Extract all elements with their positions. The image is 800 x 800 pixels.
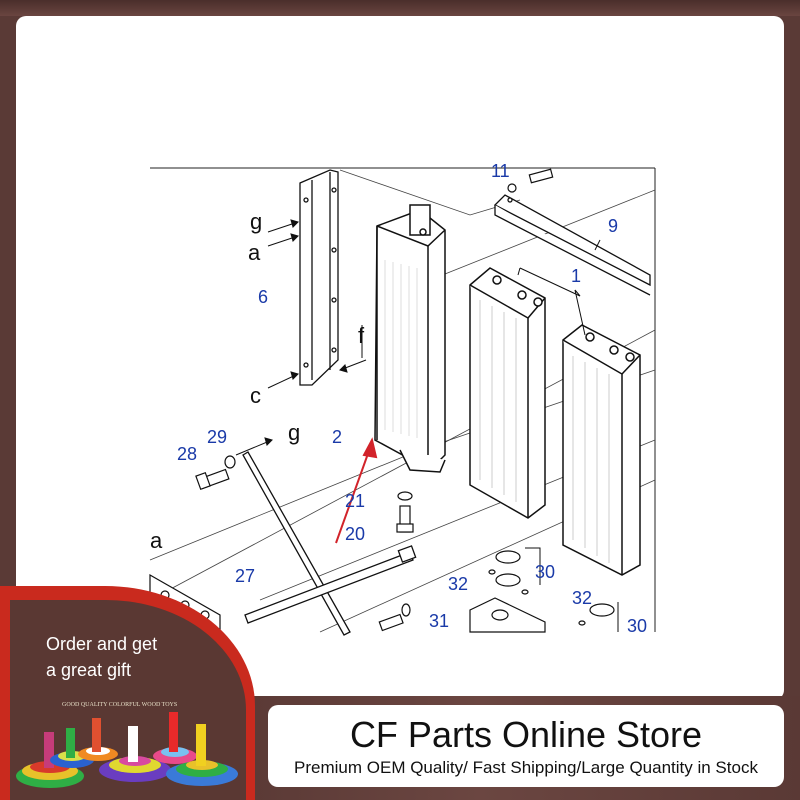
promo-line-2: a great gift [46,660,132,680]
label-part6: 6 [258,287,268,307]
bar-part9 [493,194,651,296]
label-part32b: 32 [572,588,592,608]
label-part9: 9 [608,216,618,236]
cooler-part1-front [469,267,546,519]
spinning-tops-image [16,712,238,788]
label-g-mid: g [288,420,300,445]
bolt-part11 [507,168,554,193]
top-toy-purple [99,726,171,782]
rod-part27 [242,451,417,636]
washer-part29 [224,455,236,469]
label-f: f [358,323,365,348]
label-part30a: 30 [535,562,555,582]
label-part21: 21 [345,491,365,511]
promo-line-1: Order and get [46,634,158,654]
top-toy-pink [153,712,197,764]
label-g-top: g [250,209,262,234]
radiator-part2 [374,204,446,473]
cooler-part1-rear [562,324,641,576]
label-part2: 2 [332,427,342,447]
top-toy-orange [78,718,118,761]
label-part11: 11 [491,161,510,181]
side-plate-part6 [299,169,339,386]
label-part30b: 30 [627,616,647,636]
label-part1: 1 [571,266,581,286]
label-part32a: 32 [448,574,468,594]
washer-part21 [397,491,413,501]
label-part29: 29 [207,427,227,447]
store-title: CF Parts Online Store [349,714,703,755]
label-c: c [250,383,261,408]
toys-caption: GOOD QUALITY COLORFUL WOOD TOYS [62,702,178,708]
top-toy-blue [50,728,94,768]
label-a-top: a [248,240,261,265]
label-part20: 20 [345,524,365,544]
label-part28: 28 [177,444,197,464]
red-arrow-indicator [335,437,378,544]
label-part27: 27 [235,566,255,586]
bolt-part28 [195,468,230,491]
top-border [0,0,800,16]
label-part31: 31 [429,611,449,631]
store-brand-box [268,705,784,787]
store-subtitle: Premium OEM Quality/ Fast Shipping/Large… [294,758,758,777]
bolt-part20 [396,505,414,533]
label-a-mid: a [150,528,163,553]
top-toy-yellow [166,724,238,786]
